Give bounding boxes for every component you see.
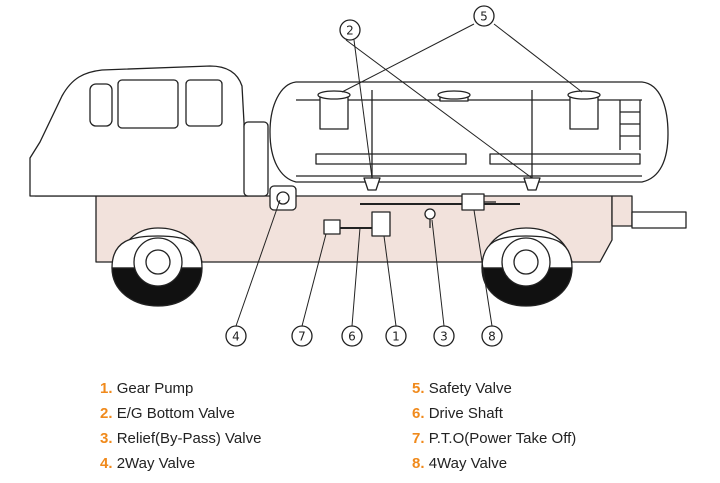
legend-num: 4. (100, 455, 113, 472)
legend-num: 8. (412, 455, 425, 472)
relief-valve (424, 208, 436, 220)
legend-label: Gear Pump (116, 380, 194, 397)
callout-7-text: 7 (298, 330, 306, 344)
legend-item-eg-bottom-valve: 2. E/G Bottom Valve (100, 401, 261, 426)
leader-lines (235, 23, 583, 327)
legend-label: E/G Bottom Valve (116, 405, 235, 422)
legend-num: 2. (100, 405, 113, 422)
legend-label: Drive Shaft (428, 405, 503, 422)
rear-bumper (611, 195, 633, 227)
legend-left: 1. Gear Pump 2. E/G Bottom Valve 3. Reli… (100, 376, 261, 476)
legend-item-gear-pump: 1. Gear Pump (100, 376, 261, 401)
front-wheel (111, 235, 203, 307)
callout-1-text: 1 (392, 330, 400, 344)
legend-num: 6. (412, 405, 425, 422)
manhole-2 (437, 90, 471, 102)
four-way-valve (461, 193, 485, 211)
cab-window-1 (89, 83, 113, 127)
tanker-truck-diagram: 2 5 4 7 6 1 3 8 (29, 5, 687, 347)
legend-num: 3. (100, 430, 113, 447)
callout-5: 5 (473, 5, 495, 27)
cab-window-2 (117, 79, 179, 129)
legend-label: Safety Valve (428, 380, 512, 397)
callout-1: 1 (385, 325, 407, 347)
callout-5-text: 5 (480, 10, 488, 24)
gear-pump (371, 211, 391, 237)
callout-8: 8 (481, 325, 503, 347)
legend-right: 5. Safety Valve 6. Drive Shaft 7. P.T.O(… (412, 376, 576, 476)
bottom-valve-left (363, 177, 381, 191)
legend-label: 4Way Valve (428, 455, 508, 472)
legend-item-4way-valve: 8. 4Way Valve (412, 451, 576, 476)
legend-num: 7. (412, 430, 425, 447)
legend-num: 1. (100, 380, 113, 397)
tank-band-1 (315, 153, 467, 165)
callout-4: 4 (225, 325, 247, 347)
bottom-valve-right (523, 177, 541, 191)
pto-unit (323, 219, 341, 235)
legend-item-drive-shaft: 6. Drive Shaft (412, 401, 576, 426)
callout-3: 3 (433, 325, 455, 347)
manhole-3 (567, 90, 601, 130)
mirror (243, 121, 269, 197)
legend-item-relief-valve: 3. Relief(By-Pass) Valve (100, 426, 261, 451)
legend-label: P.T.O(Power Take Off) (428, 430, 577, 447)
callout-2-text: 2 (346, 24, 354, 38)
two-way-valve (269, 185, 297, 211)
callout-8-text: 8 (488, 330, 496, 344)
callout-2: 2 (339, 19, 361, 41)
legend-label: Relief(By-Pass) Valve (116, 430, 262, 447)
legend-item-pto: 7. P.T.O(Power Take Off) (412, 426, 576, 451)
legend-item-2way-valve: 4. 2Way Valve (100, 451, 261, 476)
legend-label: 2Way Valve (116, 455, 196, 472)
rear-wheel (481, 235, 573, 307)
manhole-1 (317, 90, 351, 130)
cab-window-3 (185, 79, 223, 127)
callout-6-text: 6 (348, 330, 356, 344)
legend-item-safety-valve: 5. Safety Valve (412, 376, 576, 401)
callout-6: 6 (341, 325, 363, 347)
legend-num: 5. (412, 380, 425, 397)
rear-step (631, 211, 687, 229)
callout-3-text: 3 (440, 330, 448, 344)
rear-ladder (619, 100, 641, 150)
callout-7: 7 (291, 325, 313, 347)
callout-4-text: 4 (232, 330, 240, 344)
tank-band-2 (489, 153, 641, 165)
